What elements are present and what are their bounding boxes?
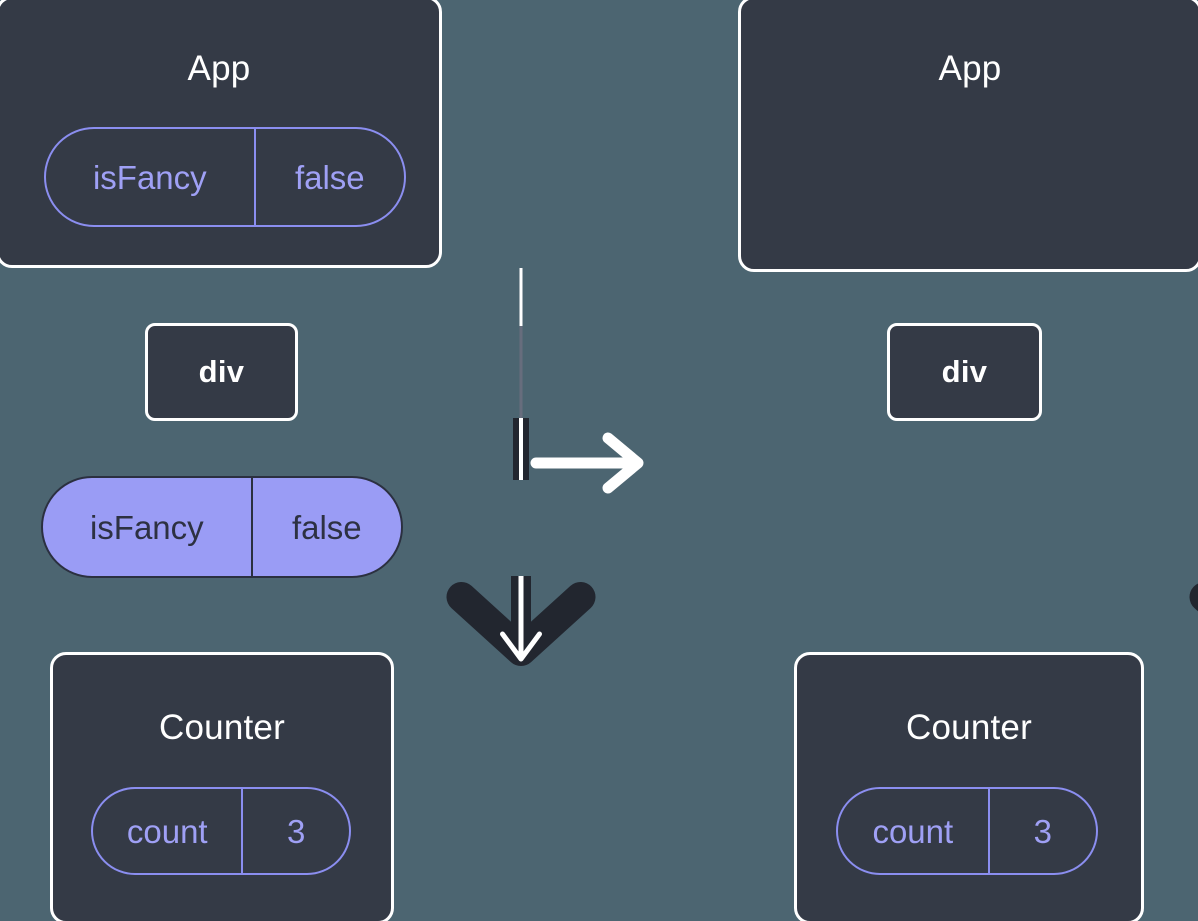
counter-pill-value: 3 [241, 789, 349, 873]
counter-pill-value: 3 [987, 789, 1096, 873]
dom-node-div: div [887, 323, 1042, 421]
app-pill-value: false [253, 129, 404, 225]
counter-pill-key: count [126, 812, 208, 850]
component-box-counter: Counter count 3 [794, 652, 1144, 921]
panel-after: App isFancy true div isFancy true [599, 0, 1198, 921]
arrow-head-light [500, 631, 542, 662]
counter-pill-key: count [872, 812, 954, 850]
app-state-pill: isFancy false [44, 127, 406, 227]
component-box-app: App [738, 0, 1198, 272]
div-label: div [198, 354, 245, 389]
panel-before: App isFancy false div isFancy false Coun [0, 0, 596, 921]
div-label: div [941, 354, 988, 389]
dom-node-div: div [145, 323, 298, 421]
app-title: App [938, 49, 1002, 88]
app-title: App [187, 49, 251, 88]
prop-pill-key: isFancy [89, 508, 204, 546]
arrow-right-icon [530, 432, 644, 494]
component-box-counter: Counter count 3 [50, 652, 394, 921]
counter-state-pill: count 3 [91, 787, 351, 875]
counter-title: Counter [159, 708, 285, 747]
counter-state-pill: count 3 [836, 787, 1098, 875]
arrow-chevron-dark [446, 582, 596, 666]
prop-pill: isFancy false [41, 476, 403, 578]
component-box-app: App isFancy false [0, 0, 442, 268]
counter-title: Counter [906, 708, 1032, 747]
prop-pill-value: false [250, 478, 401, 576]
app-pill-key: isFancy [92, 158, 207, 196]
